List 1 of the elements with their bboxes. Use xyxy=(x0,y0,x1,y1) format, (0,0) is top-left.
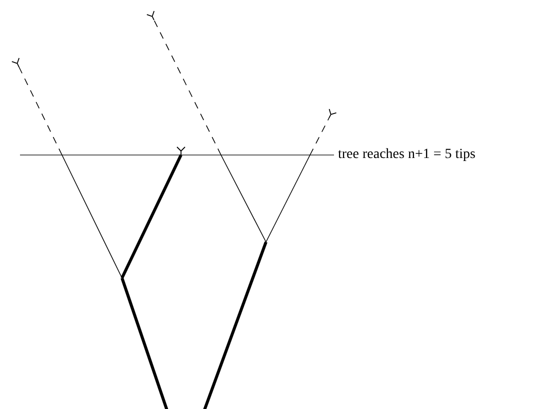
tree-note: tree reaches n+1 = 5 tips xyxy=(338,148,476,162)
